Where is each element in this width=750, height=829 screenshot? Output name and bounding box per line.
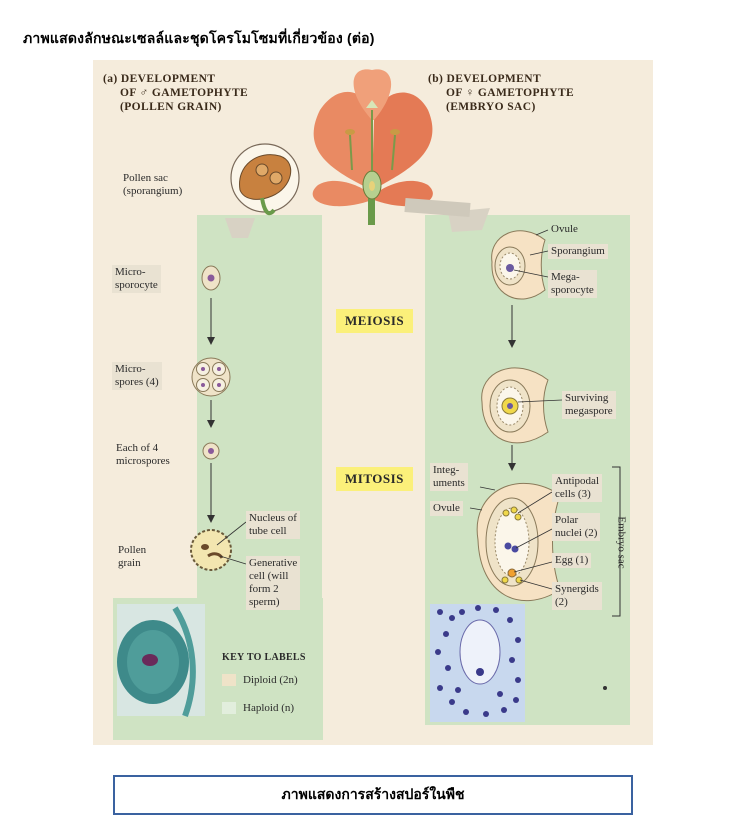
label-integuments: Integ-uments [430, 463, 468, 491]
right-heading-line1: (b) DEVELOPMENT [428, 73, 542, 85]
microspores-tetrad [191, 357, 231, 397]
pollen-sac-illustration [230, 143, 300, 216]
label-embryo-sac: Embryo sac [615, 516, 628, 569]
pollen-micrograph [117, 604, 205, 718]
right-heading-line3: (EMBRYO SAC) [446, 101, 536, 113]
right-heading: (b) DEVELOPMENT OF ♀ GAMETOPHYTE (EMBRYO… [428, 72, 574, 114]
mitosis-badge: MITOSIS [336, 467, 413, 491]
page-title: ภาพแสดงลักษณะเซลล์และชุดโครโมโซมที่เกี่ย… [23, 30, 375, 46]
label-microspores: Micro-spores (4) [112, 362, 162, 390]
label-microsporocyte: Micro-sporocyte [112, 265, 161, 293]
ovule-megasporocyte [491, 230, 546, 300]
label-ovule-bottom: Ovule [430, 501, 463, 516]
key-haploid-label: Haploid (n) [243, 702, 295, 714]
caption-text: ภาพแสดงการสร้างสปอร์ในพืช [281, 786, 465, 802]
label-ovule-top: Ovule [551, 223, 578, 235]
key-title: KEY TO LABELS [222, 652, 306, 663]
label-pollen-sac: Pollen sac(sporangium) [123, 172, 183, 197]
label-synergids: Synergids(2) [552, 582, 602, 610]
diploid-swatch [222, 674, 236, 686]
right-heading-line2: OF ♀ GAMETOPHYTE [446, 87, 575, 99]
flower-illustration [312, 69, 433, 225]
pollen-grain-illustration [190, 529, 232, 571]
label-megasporocyte: Mega-sporocyte [548, 270, 597, 298]
single-microspore [202, 442, 220, 460]
haploid-swatch [222, 702, 236, 714]
meiosis-badge: MEIOSIS [336, 309, 414, 333]
key-diploid-label: Diploid (2n) [243, 674, 298, 686]
embryo-sac-micrograph [430, 604, 525, 722]
label-egg: Egg (1) [552, 553, 592, 568]
left-heading-line2: OF ♂ GAMETOPHYTE [120, 87, 249, 99]
ovule-surviving-megaspore [481, 367, 549, 444]
label-sporangium: Sporangium [548, 244, 608, 259]
left-heading-line3: (POLLEN GRAIN) [120, 101, 222, 113]
left-heading-line1: (a) DEVELOPMENT [103, 73, 216, 85]
caption-box: ภาพแสดงการสร้างสปอร์ในพืช [113, 775, 633, 815]
ovule-embryo-sac [476, 482, 561, 602]
microsporocyte-cell [201, 265, 221, 291]
left-heading: (a) DEVELOPMENT OF ♂ GAMETOPHYTE (POLLEN… [103, 72, 248, 114]
embryo-sac-bracket [612, 466, 621, 617]
